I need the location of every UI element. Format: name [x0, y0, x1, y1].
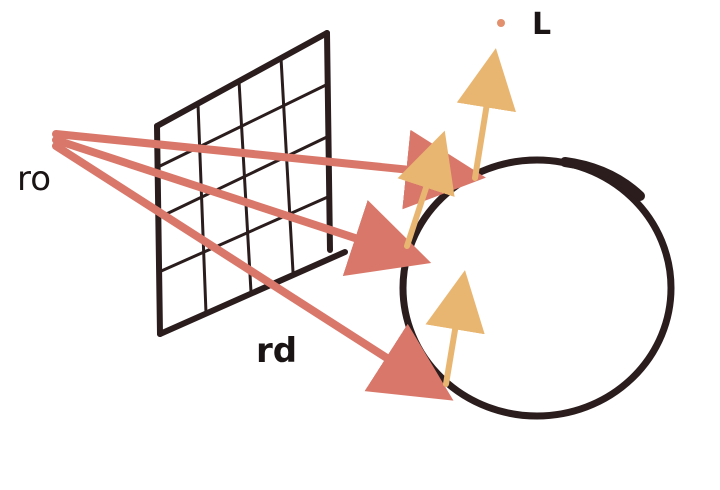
grid-line-h2 — [156, 134, 331, 220]
ray-top — [52, 129, 486, 210]
ray-origin-label: ro — [17, 159, 51, 199]
sphere — [399, 156, 675, 420]
grid-line-v3 — [279, 56, 295, 274]
sphere-outline — [399, 156, 675, 420]
ray-bottom — [52, 142, 454, 401]
grid-line-h3 — [157, 194, 332, 274]
grid-line-v2 — [237, 79, 253, 294]
grid-line-h1 — [156, 82, 330, 169]
normal-bottom — [425, 270, 485, 387]
normal-top — [456, 48, 516, 181]
grid-left-edge — [154, 123, 163, 337]
grid-bottom-edge — [157, 249, 348, 337]
image-plane-grid — [154, 30, 348, 337]
grid-top-edge — [154, 30, 330, 129]
grid-line-v1 — [196, 102, 208, 315]
light-label: L — [532, 7, 551, 42]
grid-right-edge — [324, 30, 333, 253]
light-point-icon — [497, 19, 505, 27]
sphere-highlight-stroke — [560, 157, 645, 201]
ray-middle — [52, 136, 432, 277]
normals — [397, 48, 516, 387]
ray-direction-label: rd — [256, 331, 297, 371]
normal-middle — [397, 130, 455, 249]
